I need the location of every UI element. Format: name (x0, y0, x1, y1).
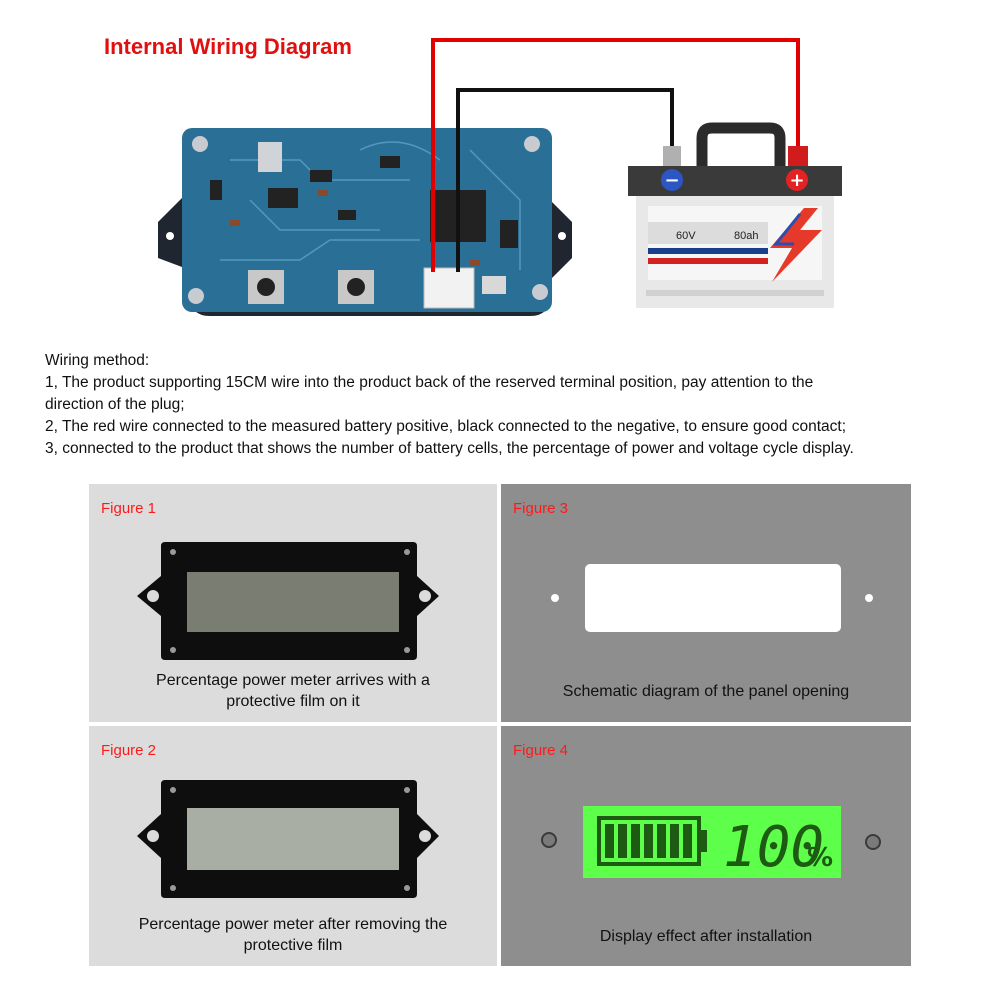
figure-3-panel: Figure 3 Schematic diagram of the panel … (501, 484, 911, 722)
display-reading: 100 (723, 815, 824, 880)
figure-caption: Display effect after installation (599, 928, 813, 945)
connector-icon (423, 267, 475, 309)
meter-with-film-image (137, 542, 439, 660)
panel-opening (585, 564, 841, 632)
figure-caption: Schematic diagram of the panel opening (562, 683, 850, 700)
screw-icon (541, 832, 557, 848)
figure-caption: protective film on it (226, 693, 360, 710)
red-wire (431, 38, 800, 272)
mount-hole-icon (188, 288, 204, 304)
mount-hole-icon (865, 594, 873, 602)
figure-4-panel: Figure 4 100 % Display effect after inst… (501, 726, 911, 966)
instruction-line: 1, The product supporting 15CM wire into… (45, 374, 814, 391)
mount-hole-icon (551, 594, 559, 602)
wiring-illustration: 60V 80ah − + (158, 38, 842, 316)
mount-hole-icon (532, 284, 548, 300)
figure-label: Figure 4 (513, 742, 569, 759)
mount-hole-icon (524, 136, 540, 152)
meter-without-film-image (137, 780, 439, 898)
lightning-icon (770, 208, 822, 282)
positive-symbol: + (789, 170, 804, 191)
figure-label: Figure 1 (101, 500, 157, 517)
negative-terminal (663, 146, 681, 166)
instructions-heading: Wiring method: (45, 352, 150, 369)
figure-caption: Percentage power meter after removing th… (138, 916, 448, 933)
battery-level-icon (597, 816, 707, 866)
battery-capacity-label: 80ah (734, 230, 758, 242)
wiring-instructions: Wiring method: 1, The product supporting… (45, 350, 975, 460)
mount-hole-icon (192, 136, 208, 152)
positive-terminal-icon (786, 169, 808, 191)
battery-illustration: 60V 80ah − + (628, 122, 842, 308)
instruction-line: 3, connected to the product that shows t… (45, 440, 854, 457)
display-unit: % (807, 843, 833, 873)
screw-icon (865, 834, 881, 850)
installed-display-image: 100 % (541, 806, 881, 880)
black-wire (456, 88, 674, 272)
negative-symbol: − (664, 170, 679, 191)
figure-caption: protective film (243, 937, 343, 954)
figure-label: Figure 2 (101, 742, 157, 759)
figure-2-panel: Figure 2 Percentage power meter after re… (89, 726, 497, 966)
figure-caption: Percentage power meter arrives with a (156, 672, 430, 689)
panel-opening-image (551, 564, 873, 632)
battery-voltage-label: 60V (676, 230, 696, 242)
pcb-board (158, 128, 572, 316)
instruction-line: 2, The red wire connected to the measure… (45, 418, 847, 435)
positive-terminal (788, 146, 808, 166)
negative-terminal-icon (661, 169, 683, 191)
figure-label: Figure 3 (513, 500, 569, 517)
instruction-line: direction of the plug; (45, 396, 185, 413)
figure-1-panel: Figure 1 Percentage power meter arrives … (89, 484, 497, 722)
diagram-title: Internal Wiring Diagram (104, 34, 352, 59)
